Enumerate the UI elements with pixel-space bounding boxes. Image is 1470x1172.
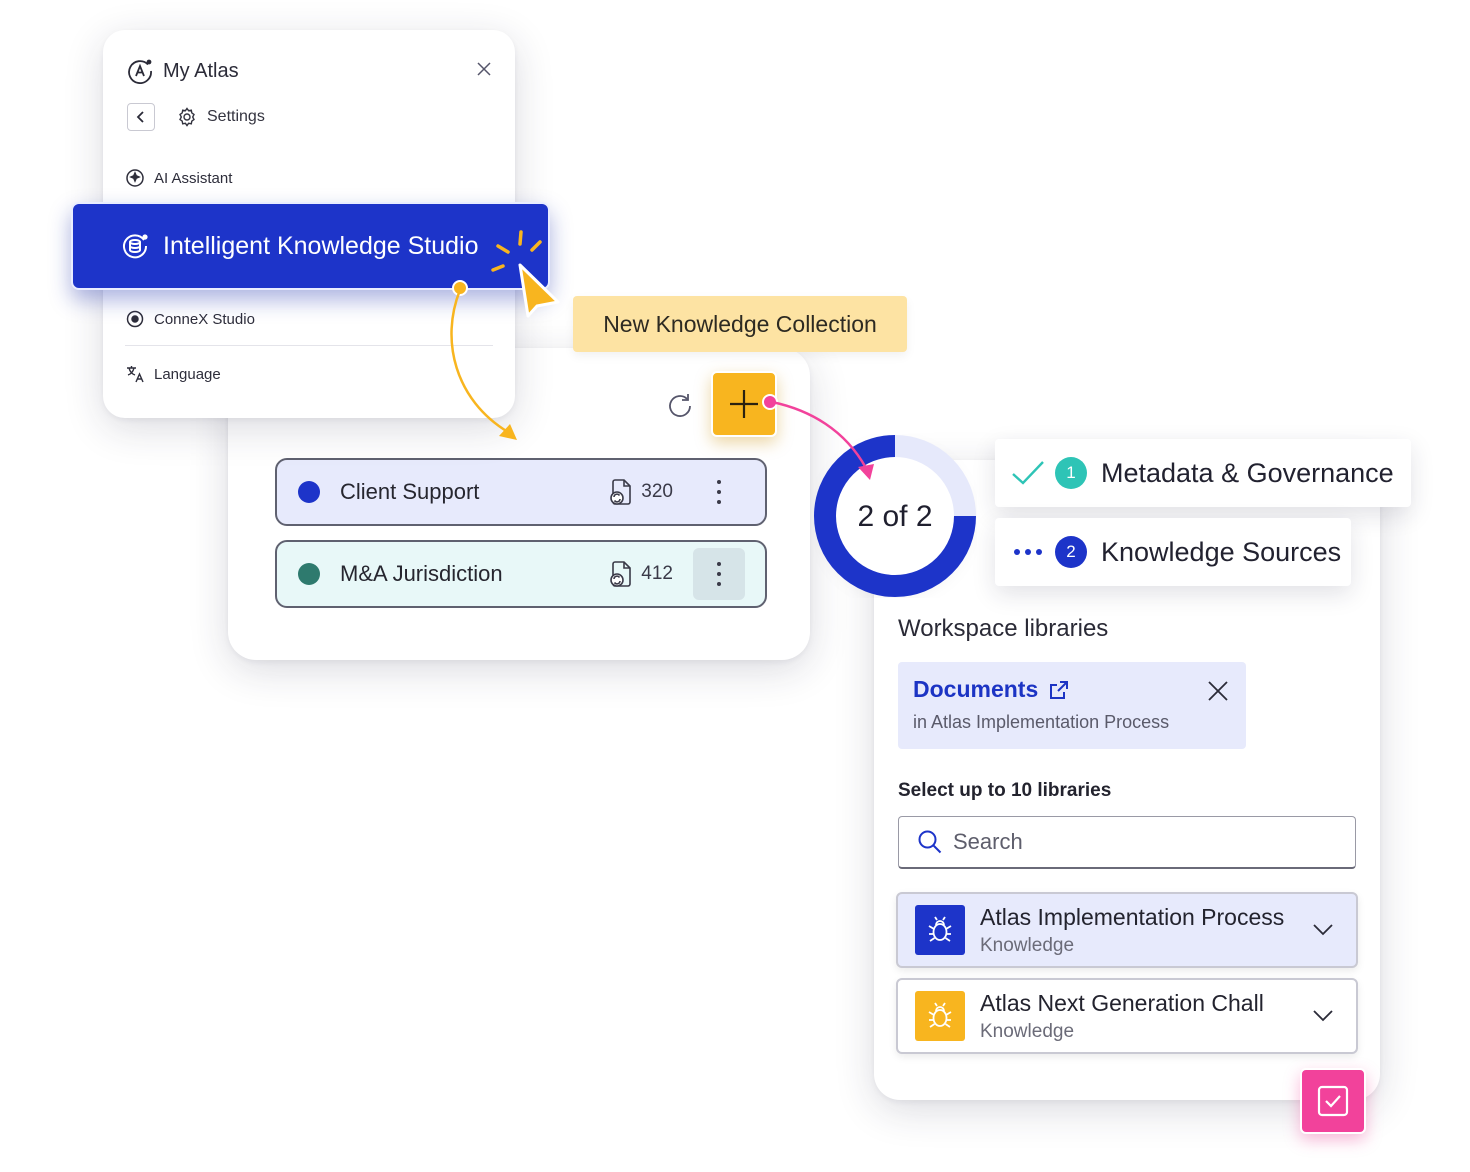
menu-title: My Atlas	[163, 59, 239, 82]
document-sync-icon	[610, 479, 632, 505]
open-external-icon	[1050, 680, 1069, 699]
back-button[interactable]	[127, 103, 155, 131]
library-text: Atlas Implementation Process Knowledge	[980, 904, 1312, 957]
library-text: Atlas Next Generation Chall Knowledge	[980, 990, 1312, 1043]
progress-ring: 2 of 2	[814, 435, 976, 597]
collection-row[interactable]: Client Support 320	[275, 458, 767, 526]
checkbox-checked-icon	[1317, 1085, 1349, 1117]
plus-icon	[730, 390, 758, 418]
library-type: Knowledge	[980, 1020, 1075, 1042]
chevron-down-icon[interactable]	[1312, 923, 1334, 937]
workspace-libraries-title: Workspace libraries	[898, 615, 1109, 642]
menu-header: My Atlas	[127, 58, 239, 84]
checkmark-icon	[1012, 461, 1044, 485]
collection-color-dot	[298, 563, 320, 585]
step-knowledge-sources[interactable]: 2 Knowledge Sources	[995, 518, 1351, 586]
refresh-icon	[669, 394, 691, 417]
confirm-button[interactable]	[1300, 1068, 1366, 1134]
library-type: Knowledge	[980, 934, 1075, 956]
collection-count-value: 412	[641, 563, 673, 584]
library-icon-tile	[915, 991, 965, 1041]
library-item[interactable]: Atlas Next Generation Chall Knowledge	[896, 978, 1358, 1054]
collection-label: Client Support	[340, 479, 480, 504]
document-location: in Atlas Implementation Process	[913, 712, 1170, 732]
more-vertical-icon	[717, 480, 721, 504]
menu-item-label: Intelligent Knowledge Studio	[163, 231, 479, 260]
library-search-field[interactable]	[898, 816, 1356, 869]
close-icon[interactable]	[1206, 679, 1230, 703]
step-label: Metadata & Governance	[1101, 457, 1394, 488]
atlas-logo-icon	[128, 59, 152, 84]
library-icon-tile	[915, 905, 965, 955]
document-link[interactable]: Documents	[913, 676, 1070, 703]
close-icon[interactable]	[475, 60, 493, 78]
more-options-button[interactable]	[693, 466, 745, 518]
progress-fill	[814, 435, 976, 597]
more-options-button[interactable]	[693, 548, 745, 600]
step-number: 1	[1055, 457, 1087, 489]
more-horizontal-icon	[1014, 549, 1042, 555]
language-icon	[127, 366, 144, 383]
menu-item-ai-assistant[interactable]: AI Assistant	[125, 168, 232, 188]
document-sync-icon	[610, 561, 632, 587]
menu-item-label: Language	[154, 365, 221, 383]
menu-item-connex-studio[interactable]: ConneX Studio	[125, 309, 255, 329]
search-input[interactable]	[951, 828, 1335, 856]
document-name: Documents	[913, 676, 1039, 702]
bug-icon	[928, 916, 952, 942]
menu-item-intelligent-knowledge-studio[interactable]: Intelligent Knowledge Studio	[71, 202, 550, 290]
connex-icon	[126, 310, 144, 328]
collection-count: 412	[609, 560, 673, 588]
refresh-button[interactable]	[665, 391, 695, 421]
library-name: Atlas Next Generation Chall	[980, 989, 1264, 1016]
tooltip: New Knowledge Collection	[573, 296, 907, 352]
collection-count: 320	[609, 478, 673, 506]
menu-divider	[125, 345, 493, 346]
search-icon	[917, 829, 943, 855]
tooltip-text: New Knowledge Collection	[603, 310, 877, 337]
ai-assistant-icon	[126, 169, 144, 187]
gear-icon	[179, 107, 195, 127]
bug-icon	[928, 1002, 952, 1028]
step-metadata-governance[interactable]: 1 Metadata & Governance	[995, 439, 1411, 507]
collection-label: M&A Jurisdiction	[340, 561, 503, 586]
step-number: 2	[1055, 536, 1087, 568]
menu-item-label: AI Assistant	[154, 169, 233, 187]
collection-count-value: 320	[641, 481, 673, 502]
selected-document-chip: Documents in Atlas Implementation Proces…	[898, 662, 1246, 749]
settings-label: Settings	[207, 108, 265, 125]
new-collection-button[interactable]	[711, 371, 777, 437]
menu-item-label: ConneX Studio	[154, 310, 255, 328]
select-libraries-label: Select up to 10 libraries	[898, 780, 1112, 801]
menu-item-language[interactable]: Language	[125, 364, 221, 384]
step-label: Knowledge Sources	[1101, 536, 1342, 567]
library-name: Atlas Implementation Process	[980, 903, 1285, 930]
collection-row[interactable]: M&A Jurisdiction 412	[275, 540, 767, 608]
settings-link[interactable]: Settings	[177, 107, 265, 127]
chevron-left-icon	[136, 111, 144, 123]
progress-text: 2 of 2	[857, 500, 932, 533]
library-item[interactable]: Atlas Implementation Process Knowledge	[896, 892, 1358, 968]
knowledge-studio-icon	[121, 232, 149, 260]
more-vertical-icon	[717, 562, 721, 586]
chevron-down-icon[interactable]	[1312, 1009, 1334, 1023]
collection-color-dot	[298, 481, 320, 503]
